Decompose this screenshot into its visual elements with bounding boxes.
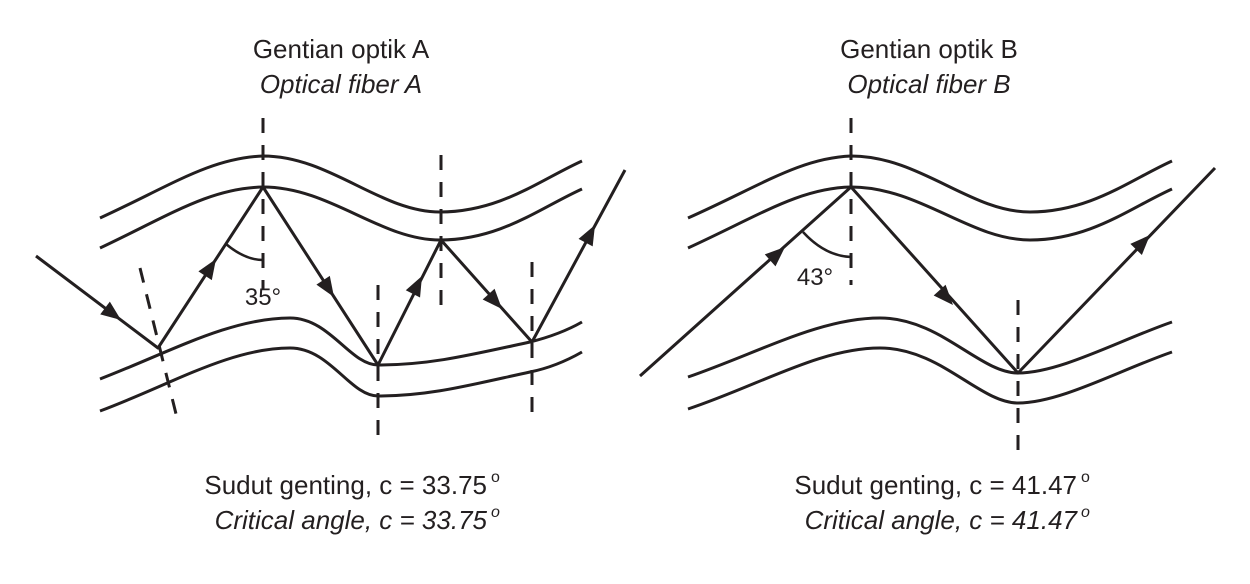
- fiber-b-title: Gentian optik B: [840, 34, 1018, 64]
- fiber-a-ray-arrow-5: [482, 288, 502, 309]
- fiber-a-ray-arrow-1: [100, 301, 121, 320]
- fiber-b-inner-bottom-wall: [687, 316, 1173, 379]
- fiber-b-group: Gentian optik B Optical fiber B 43° Sudu…: [638, 34, 1217, 535]
- fiber-a-ray-arrow-6: [578, 225, 595, 247]
- fiber-a-critical-degree-en: o: [491, 504, 500, 521]
- fiber-b-outer-top-wall: [687, 154, 1173, 220]
- fiber-a-outer-bottom-wall: [99, 346, 583, 413]
- fiber-b-ray-arrow-1: [764, 247, 785, 267]
- fiber-a-critical-angle: Sudut genting, c = 33.75: [204, 470, 487, 500]
- fiber-a-critical-angle-en: Critical angle, c = 33.75: [215, 505, 488, 535]
- fiber-b-angle-label: 43°: [797, 264, 833, 291]
- fiber-a-group: Gentian optik A Optical fiber A 35° Sudu…: [35, 34, 627, 535]
- fiber-b-critical-degree-en: o: [1081, 504, 1090, 521]
- fiber-b-outer-bottom-wall: [687, 346, 1173, 411]
- fiber-a-title: Gentian optik A: [253, 34, 430, 64]
- fiber-b-inner-top-wall: [687, 185, 1173, 250]
- fiber-b-critical-angle: Sudut genting, c = 41.47: [794, 470, 1077, 500]
- fiber-b-angle-arc: [802, 231, 852, 259]
- fiber-a-angle-arc: [225, 243, 264, 262]
- fiber-b-critical-degree: o: [1081, 469, 1090, 486]
- fiber-b-ray-arrow-2: [933, 284, 953, 305]
- fiber-a-inner-top-wall: [99, 185, 583, 250]
- fiber-b-title-en: Optical fiber B: [847, 69, 1010, 99]
- fiber-a-outer-top-wall: [99, 154, 583, 220]
- fiber-b-light-ray: [638, 166, 1217, 378]
- fiber-a-ray-arrow-3: [316, 275, 334, 297]
- fiber-a-critical-degree: o: [491, 469, 500, 486]
- fiber-a-title-en: Optical fiber A: [260, 69, 422, 99]
- fiber-a-angle-label: 35°: [245, 284, 281, 311]
- fiber-b-critical-angle-en: Critical angle, c = 41.47: [805, 505, 1079, 535]
- fiber-b-ray-arrow-3: [1130, 235, 1150, 255]
- fiber-a-light-ray: [35, 169, 627, 367]
- fiber-a-ray-arrow-4: [405, 276, 422, 298]
- fiber-a-ray-arrow-2: [198, 259, 216, 281]
